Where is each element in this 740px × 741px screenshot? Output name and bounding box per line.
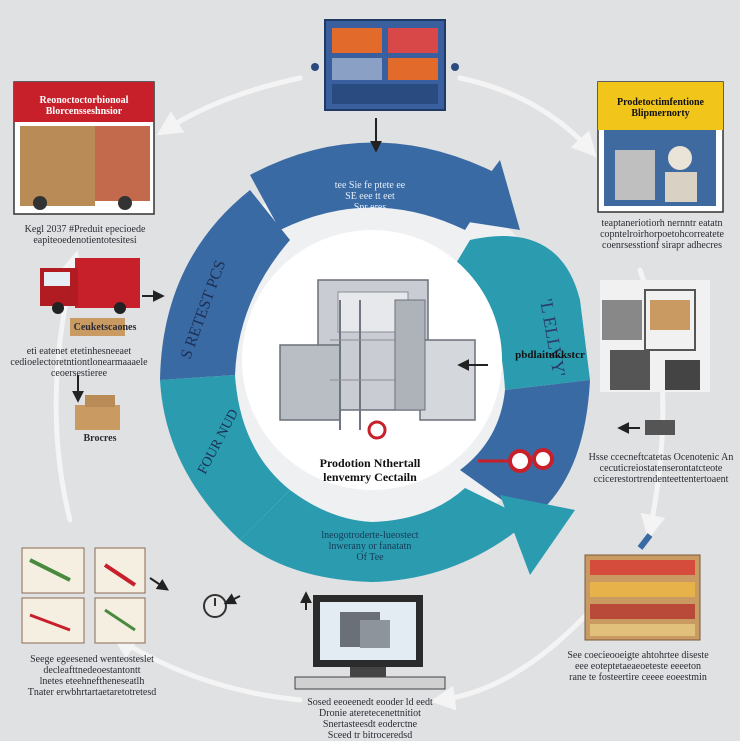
stopwatch-icon [203, 593, 241, 618]
left-boxes-tag: Brocres [83, 433, 117, 444]
bottom-left-floorplan-illustration [21, 547, 169, 644]
bottom-center-caption-line: Sosed eeoeenedt eooder ld eedt [307, 697, 433, 708]
bottom-center-caption-line: Snertasteesdt eoderctne [322, 719, 418, 730]
bottom-right-caption: See coecieooeigte ahtohrtee diseste eee … [548, 650, 728, 683]
ring-label-top-line: tee Sie fe ptete ee [334, 180, 406, 191]
top-left-header-line: Blorcensseshnsior [45, 106, 123, 117]
left-truck-caption-line: eti eatenet etetinhesneeaet [26, 346, 132, 357]
bottom-left-caption-line: Seege egeesened wenteosteslet [30, 654, 154, 665]
top-left-header-line: Reonoctoctorbionoal [39, 95, 129, 106]
warehouse-wheel-icon [367, 420, 387, 440]
ring-segment-bottom-arrowhead [500, 495, 575, 575]
center-title-line-1: Prodotion Nthertall [319, 456, 421, 470]
top-right-station [597, 81, 724, 213]
top-right-header-line: Blipmernorty [631, 108, 690, 119]
ring-label-bottom-line: lneogotroderte-lueostect [321, 530, 419, 541]
left-truck-illustration [40, 258, 165, 336]
left-truck-caption-line: ceoersestieree [50, 368, 108, 379]
ring-segment-right-top [455, 236, 590, 390]
ring-segment-top-arrowhead [455, 160, 520, 230]
ring-segment-right-bottom [460, 380, 590, 520]
ring-segment-left-top [160, 190, 290, 380]
top-left-caption: Kegl 2037 #Preduit epecioede eapiteoeden… [12, 224, 158, 246]
top-right-caption-line: copntelroirhorpoetohcorreatete [600, 229, 724, 240]
bottom-left-caption-line: Tnater erwbhrtartaetaretotretesd [27, 687, 157, 698]
ring-label-top-line: SE eee tt eet [345, 191, 395, 202]
bottom-center-caption-line: Dronie ateretecenettnitiot [319, 708, 421, 719]
top-right-caption-line: coenrsesstionf sirapr adhecres [602, 240, 722, 251]
top-right-caption-line: teaptaneriotiorh nernntr eatatn [601, 218, 723, 229]
top-right-header-line: Prodetoctimfentione [616, 97, 704, 108]
forklift-wheel-icons [478, 448, 554, 473]
central-warehouse-illustration [279, 279, 488, 440]
bottom-left-caption: Seege egeesened wenteosteslet decleafttn… [14, 654, 170, 698]
bottom-right-caption-line: eee eoteptetaeaeoeteste eeeeton [574, 661, 701, 672]
right-station-caption-line: Hsse ccecneftcatetas Ocenotenic An [588, 452, 734, 463]
top-left-station [13, 81, 155, 215]
ring-label-right-small: pbdlaitukkstcr [515, 349, 585, 361]
left-boxes-illustration [72, 375, 120, 430]
right-station-caption-line: ccicerestortrendenteettentertoaent [593, 474, 729, 485]
bottom-left-caption-line: lnetes eteehneftheneseatlh [39, 676, 145, 687]
center-title-line-2: lenvemry Cectailn [323, 470, 417, 484]
right-station-caption: Hsse ccecneftcatetas Ocenotenic An cecut… [588, 452, 734, 485]
ring-label-top: tee Sie fe ptete ee SE eee tt eet Spr er… [300, 180, 440, 213]
ring-label-top-line: Spr eres [353, 202, 387, 213]
bottom-right-caption-line: rane te fosteertire ceeee eoeestmin [569, 672, 707, 683]
bottom-right-shelf-illustration [584, 533, 701, 641]
left-truck-tag: Ceuketscaones [73, 322, 137, 333]
left-truck-caption-line: cedioelectoretntiontlonearmaaaele [10, 357, 148, 368]
right-station-illustration [600, 280, 710, 435]
top-left-caption-line: Kegl 2037 #Preduit epecioede [24, 224, 146, 235]
bottom-center-caption: Sosed eeoeenedt eooder ld eedt Dronie at… [290, 697, 450, 741]
ring-label-bottom-line: lnwerany or fanatatn [328, 541, 412, 552]
ring-label-bottom: lneogotroderte-lueostect lnwerany or fan… [300, 530, 440, 563]
top-right-header: Prodetoctimfentione Blipmernorty [600, 97, 721, 119]
right-station-caption-line: cecuticreiostatenserontatcteote [599, 463, 723, 474]
top-station-rack-illustration [311, 19, 459, 153]
top-left-caption-line: eapiteoedenotientotesitesi [33, 235, 137, 246]
bottom-right-caption-line: See coecieooeigte ahtohrtee diseste [567, 650, 709, 661]
ring-label-bottom-line: Of Tee [356, 552, 384, 563]
top-left-header: Reonoctoctorbionoal Blorcensseshnsior [16, 95, 152, 117]
ring-segment-top [250, 142, 500, 230]
bottom-center-caption-line: Sceed tr bitroceredsd [327, 730, 413, 741]
left-truck-caption: eti eatenet etetinhesneeaet cedioelector… [6, 346, 152, 379]
bottom-left-caption-line: decleafttnedeoestantontt [43, 665, 141, 676]
ring-segment-bottom [240, 488, 530, 582]
top-right-header-bar [598, 82, 723, 130]
bottom-center-monitor-illustration [294, 591, 446, 690]
top-right-caption: teaptaneriotiorh nernntr eatatn copntelr… [598, 218, 726, 251]
center-title: Prodotion Nthertall lenvemry Cectailn [290, 456, 450, 484]
ring-segment-left-bottom [160, 375, 290, 540]
top-left-header-bar [14, 82, 154, 122]
